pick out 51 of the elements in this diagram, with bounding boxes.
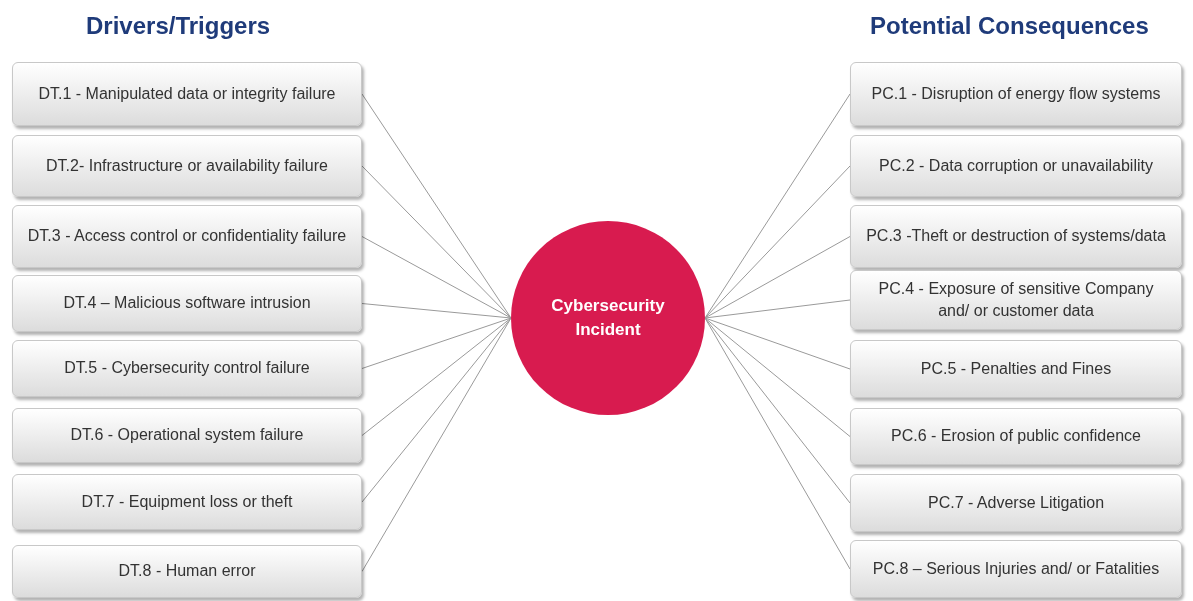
text-box [850,270,1182,330]
text-box [12,340,362,397]
connector-line [361,317,512,436]
node-text: PC.7 - Adverse Litigation [927,492,1105,513]
text-box [12,474,362,530]
connector-line [704,317,851,570]
text-box [850,474,1182,532]
node-text: DT.2- Infrastructure or availability failure [46,155,328,176]
connector-line [361,93,512,319]
connector-line [704,317,851,504]
connector-line [704,93,851,319]
text-box [12,135,362,197]
text-box [850,205,1182,268]
connector-line [704,317,851,370]
node-text: DT.4 – Malicious software intrusion [63,293,311,314]
node-text: PC.6 - Erosion of public confidence [891,426,1141,447]
connector-line [361,236,512,319]
connector-line [704,165,851,319]
node-text: DT.6 - Operational system failure [70,425,304,446]
node-text: PC.3 -Theft or destruction of systems/data [866,226,1166,247]
text-box [12,408,362,463]
node-text: DT.5 - Cybersecurity control failure [64,358,310,379]
text-box [850,62,1182,126]
node-text: DT.8 - Human error [118,561,256,582]
node-text: Cybersecurity Incident [550,295,666,341]
connector-line [704,236,851,319]
connector-line [361,165,512,319]
node-text: PC.2 - Data corruption or unavailability [879,155,1153,176]
text-box [850,340,1182,398]
node-text: PC.5 - Penalties and Fines [920,358,1112,379]
node-text: PC.8 – Serious Injuries and/ or Fatalities [872,558,1160,579]
node-text: PC.4 - Exposure of sensitive Company and/ or customer data [877,278,1155,321]
text-box [12,205,362,268]
text-box [12,545,362,598]
text-box [850,408,1182,465]
connector-line [361,317,512,503]
text-box [12,275,362,332]
connector-line [361,317,512,369]
text-box [12,62,362,126]
node-text: DT.1 - Manipulated data or integrity failure [38,83,336,104]
text-box [850,540,1182,598]
connector-line [704,299,851,319]
column-heading: Potential Consequences [870,12,1149,40]
column-heading: Drivers/Triggers [86,12,271,40]
node-text: DT.3 - Access control or confidentiality failure [27,226,347,247]
connector-line [704,317,851,437]
connector-line [361,303,512,319]
node-text: PC.1 - Disruption of energy flow systems [871,83,1161,104]
connector-line [361,317,512,572]
node-text: DT.7 - Equipment loss or theft [81,491,293,512]
text-box [850,135,1182,197]
